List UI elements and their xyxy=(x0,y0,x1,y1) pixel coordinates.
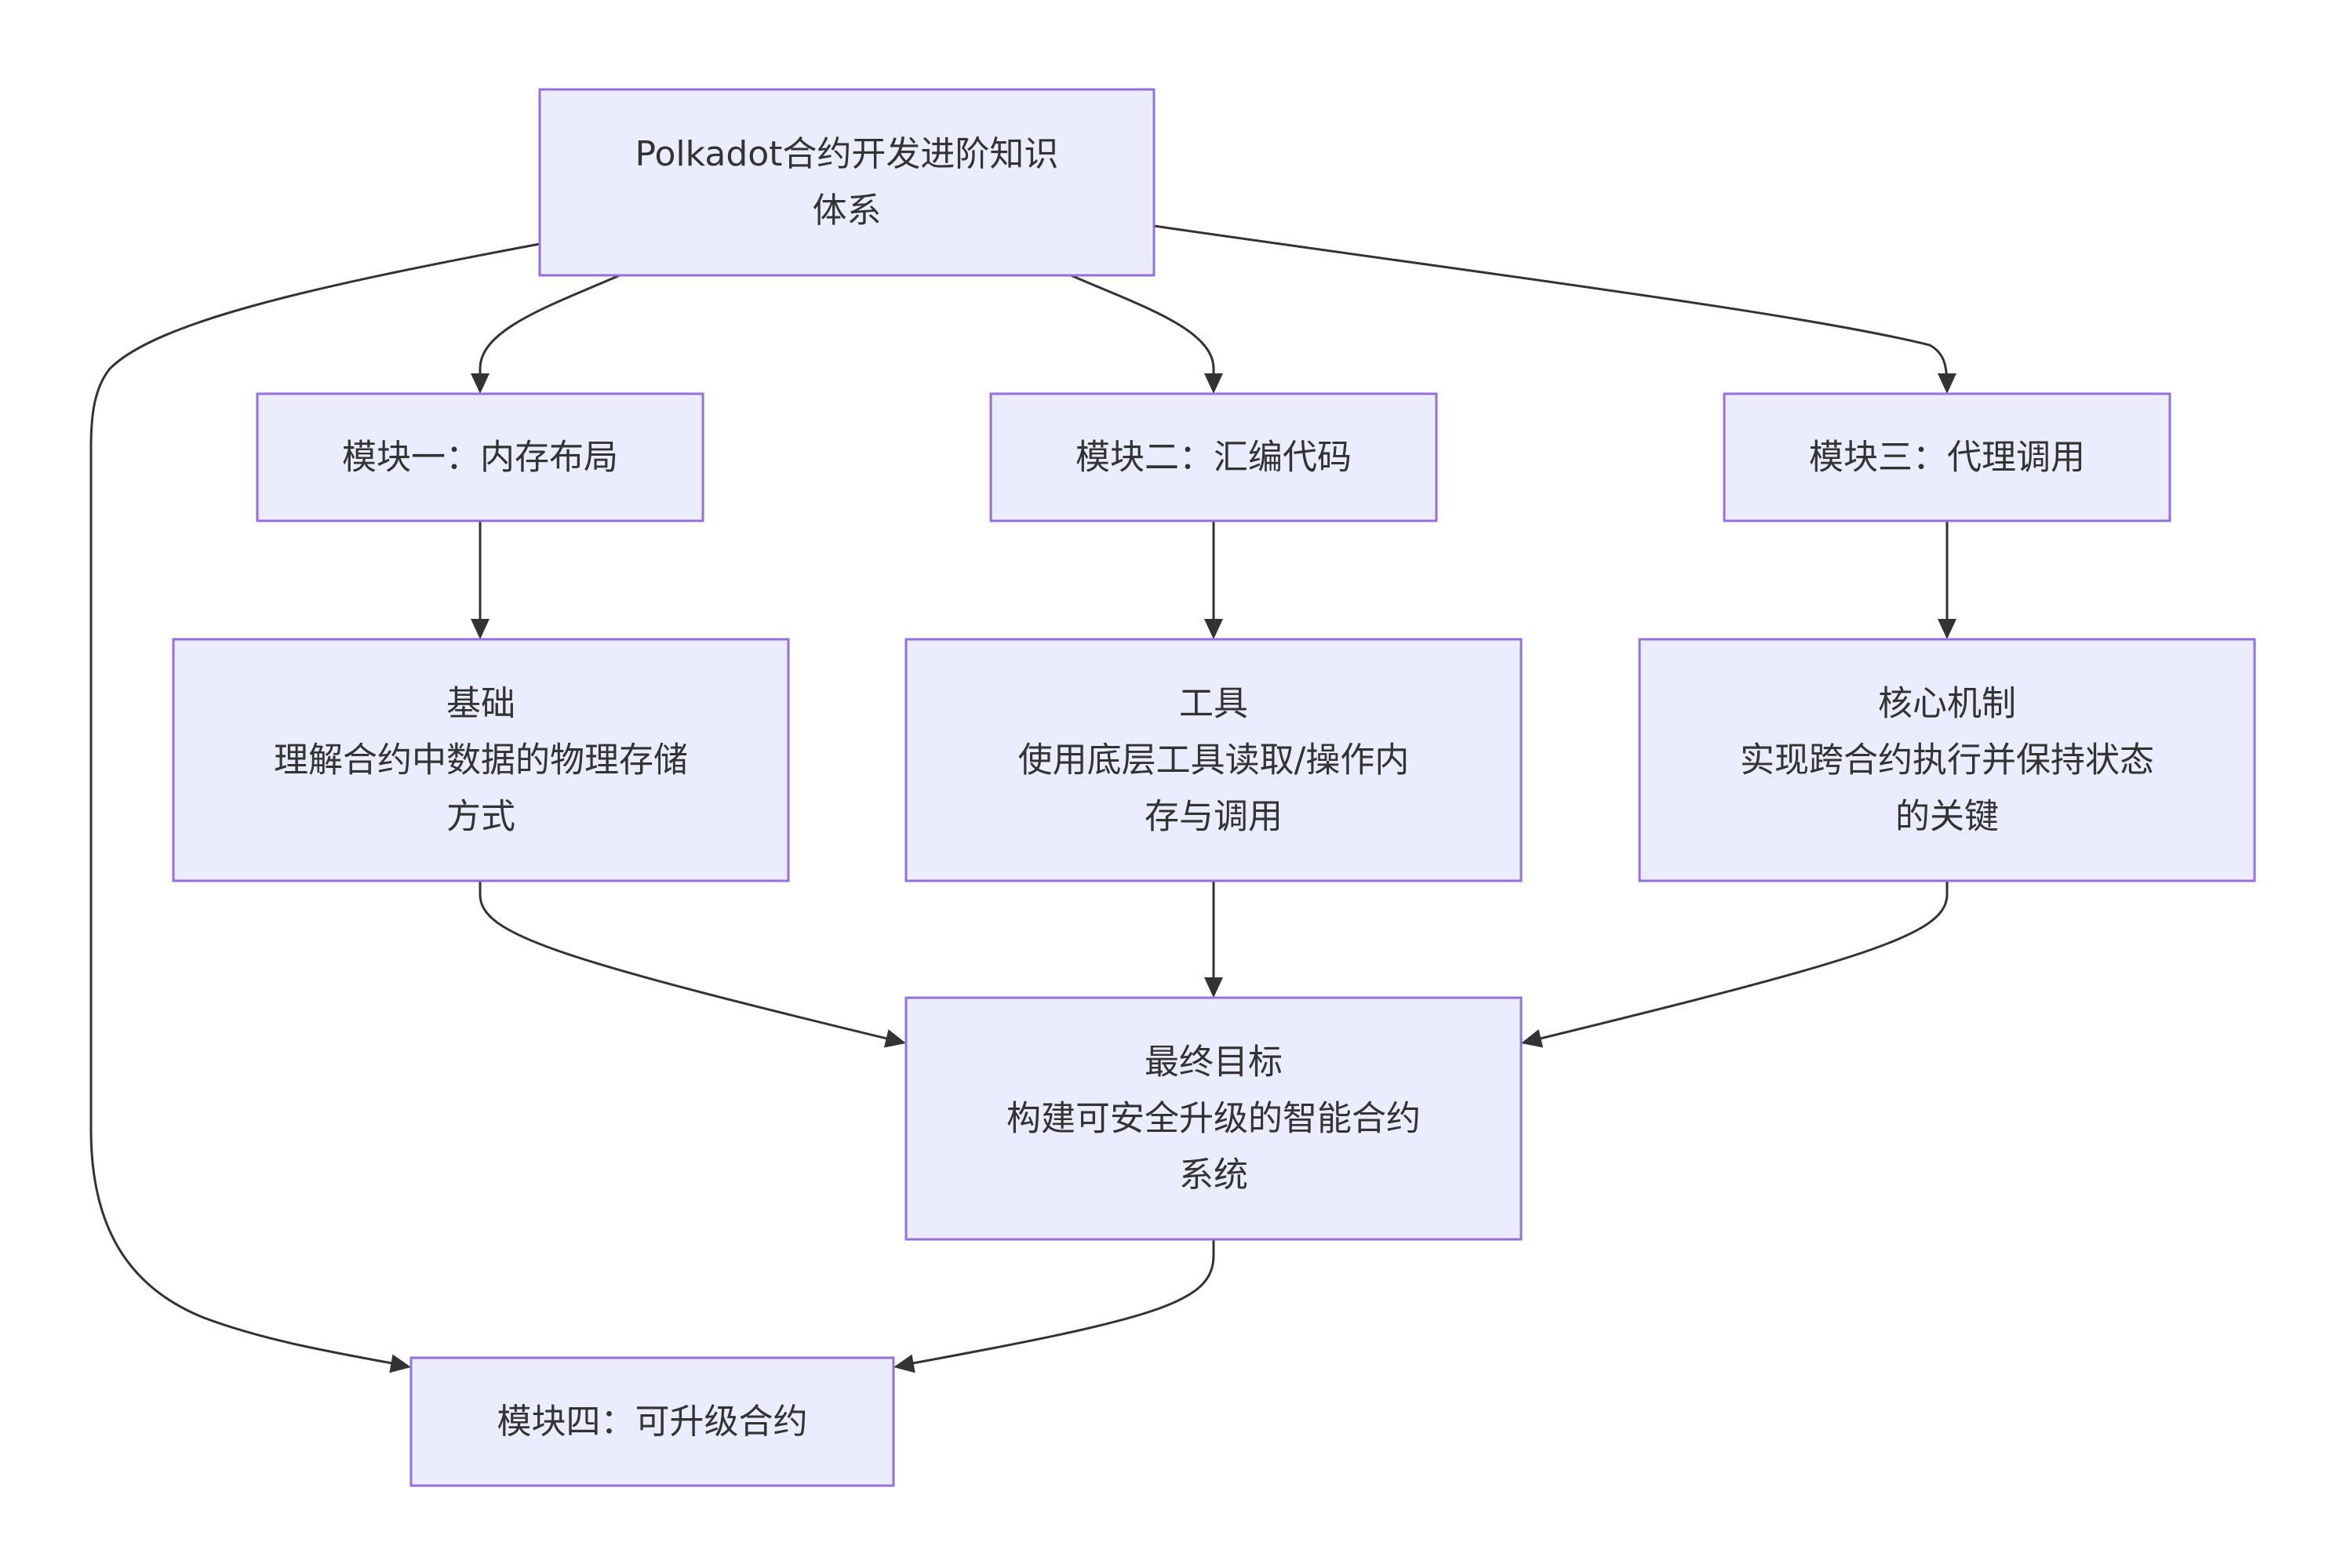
arrowhead-icon xyxy=(1521,1029,1544,1048)
node-box xyxy=(172,638,790,882)
node-label-line: 体系 xyxy=(813,191,882,231)
node-box xyxy=(904,996,1523,1241)
arrowhead-icon xyxy=(894,1354,915,1373)
node-box xyxy=(1723,392,2171,522)
node-box xyxy=(409,1356,895,1487)
node-label-line: 基础 xyxy=(446,684,515,724)
edge-goal-m4 xyxy=(899,1239,1215,1367)
node-m4: 模块四：可升级合约 xyxy=(409,1356,895,1487)
node-label-line: 使用底层工具读取/操作内 xyxy=(1018,740,1410,780)
node-box xyxy=(989,392,1438,522)
node-box xyxy=(1638,638,2256,882)
node-box xyxy=(904,638,1523,882)
arrowhead-icon xyxy=(389,1354,411,1373)
arrowhead-icon xyxy=(1938,373,1956,394)
node-label-line: 模块二：汇编代码 xyxy=(1076,438,1352,478)
edge-root-m2 xyxy=(1070,274,1215,387)
edge-root-m4 xyxy=(89,242,540,1367)
arrowhead-icon xyxy=(1204,977,1223,998)
edge-b3-goal xyxy=(1527,881,1949,1043)
edge-b1-goal xyxy=(479,881,901,1043)
arrowhead-icon xyxy=(471,619,490,639)
node-m2: 模块二：汇编代码 xyxy=(989,392,1438,522)
node-box xyxy=(256,392,704,522)
arrowhead-icon xyxy=(1204,373,1223,394)
node-label-line: 工具 xyxy=(1179,684,1248,724)
node-label-line: 核心机制 xyxy=(1878,684,2016,724)
arrowhead-icon xyxy=(1204,619,1223,639)
node-label-line: 方式 xyxy=(446,797,515,837)
node-label-line: 理解合约中数据的物理存储 xyxy=(274,740,688,780)
node-label-line: Polkadot合约开发进阶知识 xyxy=(635,134,1059,174)
node-m1: 模块一：内存布局 xyxy=(256,392,704,522)
node-label-line: 模块四：可升级合约 xyxy=(497,1402,808,1442)
node-label-line: 实现跨合约执行并保持状态 xyxy=(1740,740,2154,780)
arrowhead-icon xyxy=(1938,619,1956,639)
node-label-line: 系统 xyxy=(1179,1155,1248,1195)
arrowhead-icon xyxy=(471,373,490,394)
node-label-line: 模块一：内存布局 xyxy=(342,438,618,478)
node-label-line: 存与调用 xyxy=(1145,797,1283,837)
node-label-line: 最终目标 xyxy=(1145,1042,1283,1082)
arrowhead-icon xyxy=(883,1029,906,1048)
edge-root-m3 xyxy=(1153,224,1949,388)
node-label-line: 模块三：代理调用 xyxy=(1809,438,2085,478)
node-m3: 模块三：代理调用 xyxy=(1723,392,2171,522)
edge-root-m1 xyxy=(479,274,621,387)
edges xyxy=(89,224,1956,1373)
node-box xyxy=(538,88,1156,277)
node-label-line: 的关键 xyxy=(1895,797,1999,837)
node-label-line: 构建可安全升级的智能合约 xyxy=(1006,1099,1421,1139)
